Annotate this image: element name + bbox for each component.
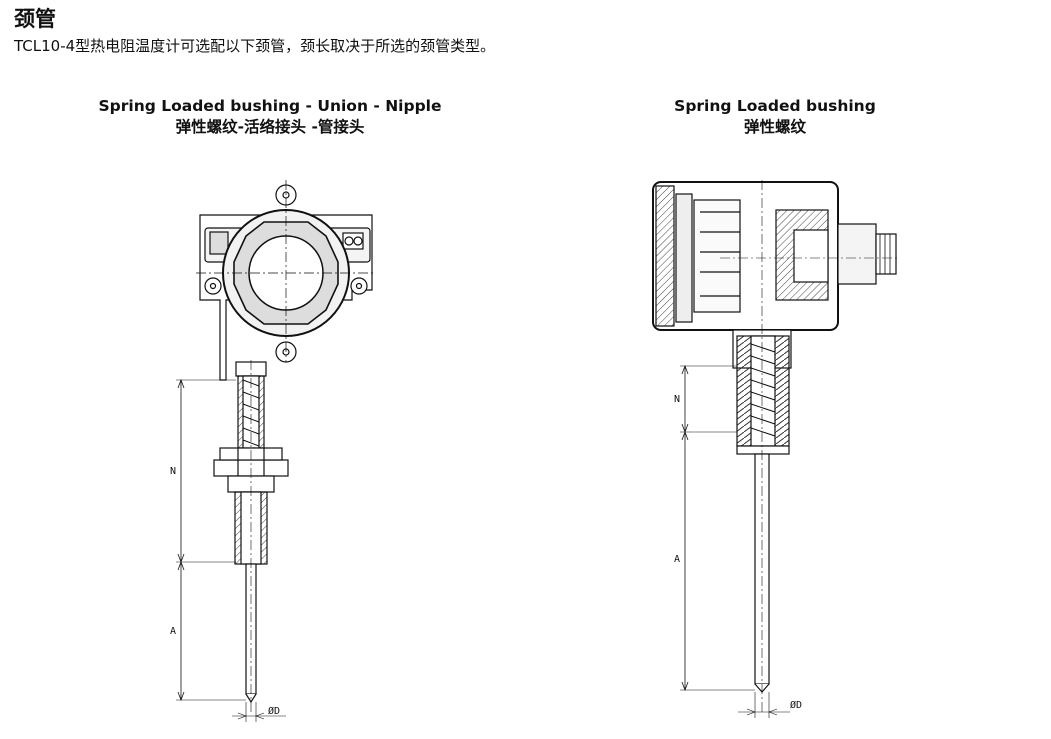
figure1-drawing (176, 180, 376, 722)
figure1-caption-en: Spring Loaded bushing - Union - Nipple (98, 97, 442, 115)
figure2-dim-a: A (674, 554, 680, 565)
page-subtitle: TCL10-4型热电阻温度计可选配以下颈管，颈长取决于所选的颈管类型。 (14, 37, 496, 55)
page-title: 颈管 (14, 7, 56, 31)
figure1-dim-n: N (170, 466, 176, 477)
figure2-dim-n: N (674, 394, 680, 405)
figure2-caption-cn: 弹性螺纹 (743, 118, 806, 136)
figure2-caption-en: Spring Loaded bushing (674, 97, 876, 115)
figure1-dim-d: ØD (268, 705, 280, 717)
figure1-caption-cn: 弹性螺纹-活络接头 -管接头 (175, 118, 365, 136)
figure1-dim-a: A (170, 626, 176, 637)
figure1-caption: Spring Loaded bushing - Union - Nipple 弹… (60, 96, 480, 138)
figure2-caption: Spring Loaded bushing 弹性螺纹 (620, 96, 930, 138)
figure2-dim-d: ØD (790, 699, 802, 711)
figure2-drawing (652, 180, 900, 718)
